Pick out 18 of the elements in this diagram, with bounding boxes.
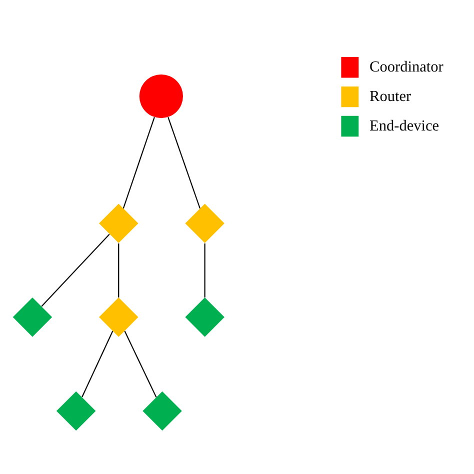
legend-label: Coordinator	[370, 58, 444, 76]
node-circle	[139, 74, 183, 118]
connector	[82, 330, 114, 398]
node-diamond	[56, 391, 96, 431]
connector	[124, 330, 157, 398]
node-diamond	[142, 391, 182, 431]
node-diamond	[99, 298, 138, 337]
connector	[118, 243, 120, 298]
connector	[204, 243, 206, 298]
legend-label: End-device	[370, 117, 440, 134]
node-diamond	[185, 204, 224, 243]
legend-label: Router	[370, 88, 412, 105]
node-diamond	[12, 298, 52, 337]
connector	[122, 116, 155, 209]
connector	[41, 234, 110, 307]
node-diamond	[99, 204, 138, 243]
connector	[168, 116, 200, 209]
node-diamond	[185, 298, 224, 337]
